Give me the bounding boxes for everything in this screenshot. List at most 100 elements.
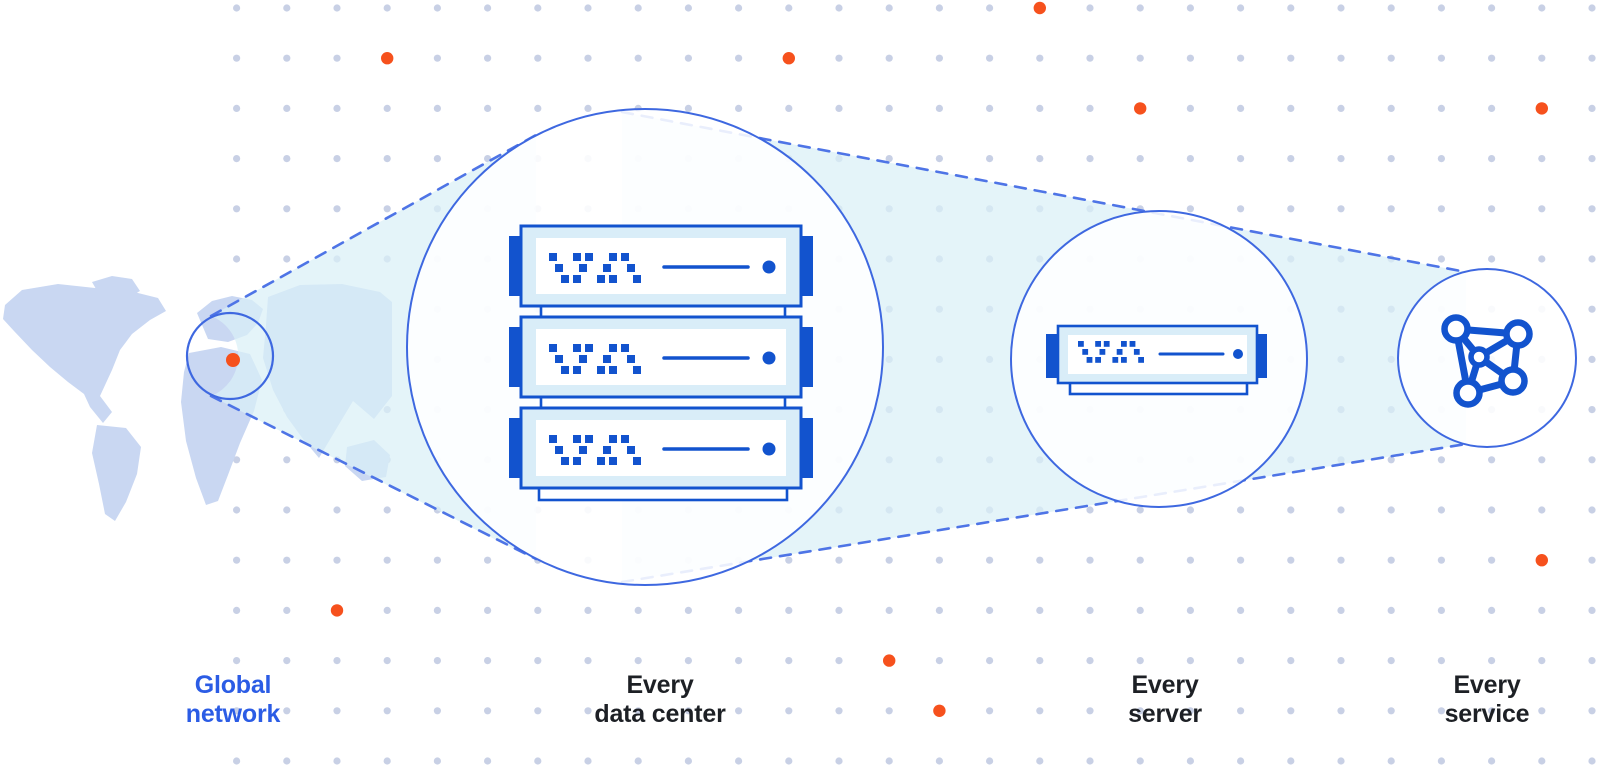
pixel-square <box>621 344 629 352</box>
pixel-square <box>1112 357 1119 363</box>
grid-dot <box>233 456 241 464</box>
server-pixel-display <box>1078 341 1144 363</box>
grid-dot <box>1387 104 1395 112</box>
grid-dot <box>1387 657 1395 665</box>
grid-dot <box>283 54 291 62</box>
pixel-square <box>573 344 581 352</box>
grid-dot <box>1538 54 1546 62</box>
grid-dot <box>1287 707 1295 715</box>
grid-dot <box>1538 205 1546 213</box>
grid-dot <box>785 606 793 615</box>
grid-dot <box>1237 657 1245 665</box>
pixel-square <box>561 275 569 283</box>
pixel-square <box>549 344 557 352</box>
grid-dot <box>1437 4 1445 12</box>
grid-dot <box>1387 456 1395 464</box>
grid-dot <box>1186 757 1194 765</box>
label-line: network <box>185 700 281 728</box>
grid-dot <box>283 155 291 163</box>
pixel-square <box>579 446 587 454</box>
grid-dot <box>1437 205 1445 213</box>
grid-dot <box>735 707 743 715</box>
grid-dot <box>333 506 341 514</box>
grid-dot <box>584 4 592 12</box>
grid-dot <box>1588 506 1596 514</box>
grid-dot <box>233 54 241 62</box>
pixel-square <box>621 253 629 261</box>
grid-dot <box>1036 657 1044 665</box>
label-line: service <box>1444 700 1530 728</box>
grid-dot <box>534 606 542 615</box>
grid-dot <box>1437 54 1445 62</box>
grid-dot <box>1287 104 1295 112</box>
grid-dot <box>1237 606 1245 615</box>
grid-dot-orange <box>330 604 344 617</box>
single-server-icon <box>1046 324 1267 396</box>
grid-dot <box>534 707 542 715</box>
grid-dot <box>484 104 492 112</box>
grid-dot <box>1186 657 1194 665</box>
mesh-node <box>1503 319 1533 349</box>
grid-dot <box>1237 155 1245 163</box>
pixel-square <box>609 366 617 374</box>
pixel-square <box>1082 349 1089 355</box>
grid-dot <box>1086 556 1094 564</box>
grid-dot <box>1287 205 1295 213</box>
grid-dot <box>684 757 693 765</box>
grid-dot <box>1287 4 1295 12</box>
grid-dot <box>1387 506 1395 514</box>
grid-dot <box>233 657 241 665</box>
grid-dot <box>1136 506 1144 514</box>
grid-dot <box>233 155 241 163</box>
grid-dot <box>935 606 944 615</box>
grid-dot <box>584 657 592 665</box>
grid-dot <box>1136 757 1144 765</box>
grid-dot <box>885 606 893 615</box>
grid-dot <box>885 54 893 62</box>
grid-dot-orange <box>1033 1 1047 15</box>
grid-dot <box>1588 4 1596 12</box>
grid-dot <box>233 556 241 564</box>
grid-dot <box>233 104 241 112</box>
pixel-square <box>609 457 617 465</box>
grid-dot <box>986 4 994 12</box>
grid-dot <box>1036 104 1044 112</box>
grid-dot <box>1237 757 1245 765</box>
grid-dot <box>634 657 642 665</box>
grid-dot <box>1588 707 1596 715</box>
grid-dot <box>333 4 341 12</box>
grid-dot <box>885 707 893 715</box>
mesh-node <box>1453 378 1483 408</box>
pixel-square <box>561 366 569 374</box>
grid-dot <box>735 606 743 615</box>
grid-dot <box>333 104 341 112</box>
pixel-square <box>1103 341 1110 347</box>
pixel-square <box>627 264 635 272</box>
pixel-square <box>1099 349 1106 355</box>
grid-dot <box>1437 155 1445 163</box>
grid-dot <box>383 4 391 12</box>
grid-dot <box>986 657 994 665</box>
grid-dot <box>986 757 994 765</box>
grid-dot <box>1086 104 1094 112</box>
grid-dot <box>1538 255 1546 263</box>
grid-dot <box>1488 205 1496 213</box>
grid-dot <box>1086 155 1094 163</box>
grid-dot <box>1086 4 1094 12</box>
grid-dot <box>935 4 944 12</box>
grid-dot <box>283 606 291 615</box>
grid-dot <box>1036 556 1044 564</box>
grid-dot <box>1588 556 1596 564</box>
pixel-square <box>585 435 593 443</box>
pixel-square <box>597 275 605 283</box>
grid-dot <box>1186 556 1194 564</box>
grid-dot <box>735 54 743 62</box>
pixel-square <box>549 253 557 261</box>
grid-dot <box>1538 4 1546 12</box>
grid-dot <box>383 657 391 665</box>
grid-dot <box>684 657 693 665</box>
grid-dot <box>835 657 843 665</box>
grid-dot <box>233 606 241 615</box>
grid-dot <box>935 54 944 62</box>
label-global-network: Global network <box>173 671 293 729</box>
